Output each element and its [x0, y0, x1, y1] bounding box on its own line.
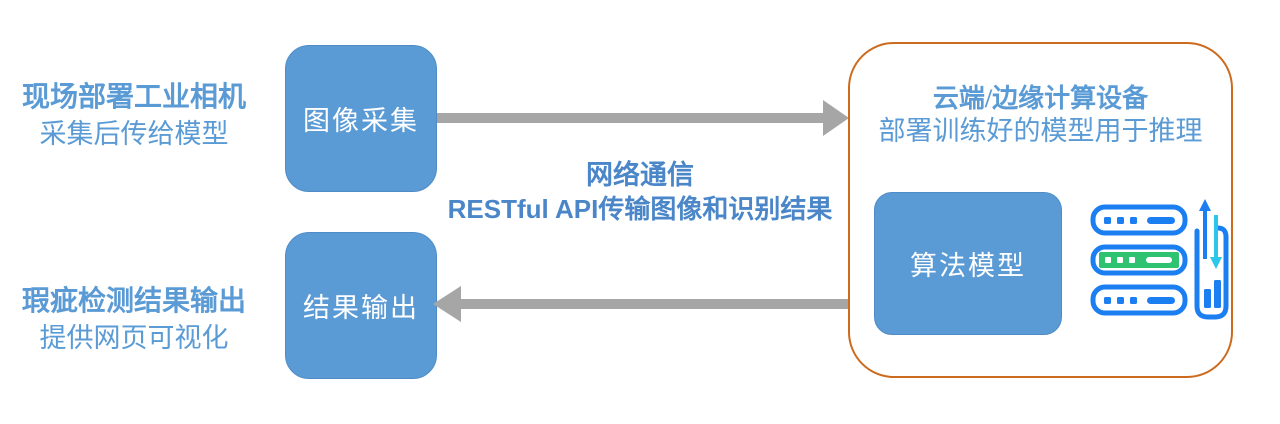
flow-arrow-right-icon: [437, 100, 849, 136]
node-algorithm-model-label: 算法模型: [910, 251, 1026, 281]
cloud-subtitle: 部署训练好的模型用于推理: [878, 116, 1203, 146]
side-note-defect-output: 瑕疵检测结果输出 提供网页可视化: [6, 284, 262, 356]
node-result-output: 结果输出: [285, 232, 437, 379]
network-label-line2: RESTful API传输图像和识别结果: [447, 194, 833, 224]
flow-arrow-left-icon: [433, 286, 849, 322]
side-note-defect-subtitle: 提供网页可视化: [39, 323, 229, 353]
network-edge-label: 网络通信 RESTful API传输图像和识别结果: [428, 158, 852, 226]
side-note-camera-subtitle: 采集后传给模型: [39, 119, 229, 149]
node-algorithm-model: 算法模型: [874, 192, 1062, 335]
server-stack-icon: [1090, 199, 1229, 320]
side-note-camera: 现场部署工业相机 采集后传给模型: [6, 80, 262, 152]
server-row-1-icon: [1090, 204, 1188, 236]
cloud-edge-container: 云端/边缘计算设备 部署训练好的模型用于推理 算法模型: [848, 42, 1233, 378]
network-label-line1: 网络通信: [586, 160, 694, 190]
cloud-title: 云端/边缘计算设备: [932, 84, 1149, 113]
data-transfer-arrows-icon: [1199, 199, 1222, 269]
node-image-capture: 图像采集: [285, 45, 437, 192]
server-row-2-active-icon: [1090, 244, 1188, 276]
node-result-output-label: 结果输出: [303, 293, 419, 323]
side-note-defect-title: 瑕疵检测结果输出: [21, 286, 246, 317]
side-note-camera-title: 现场部署工业相机: [21, 82, 246, 113]
server-row-3-icon: [1090, 284, 1188, 316]
cloud-title-block: 云端/边缘计算设备 部署训练好的模型用于推理: [850, 82, 1231, 148]
bar-chart-panel-icon: [1194, 225, 1229, 320]
node-image-capture-label: 图像采集: [303, 106, 419, 136]
